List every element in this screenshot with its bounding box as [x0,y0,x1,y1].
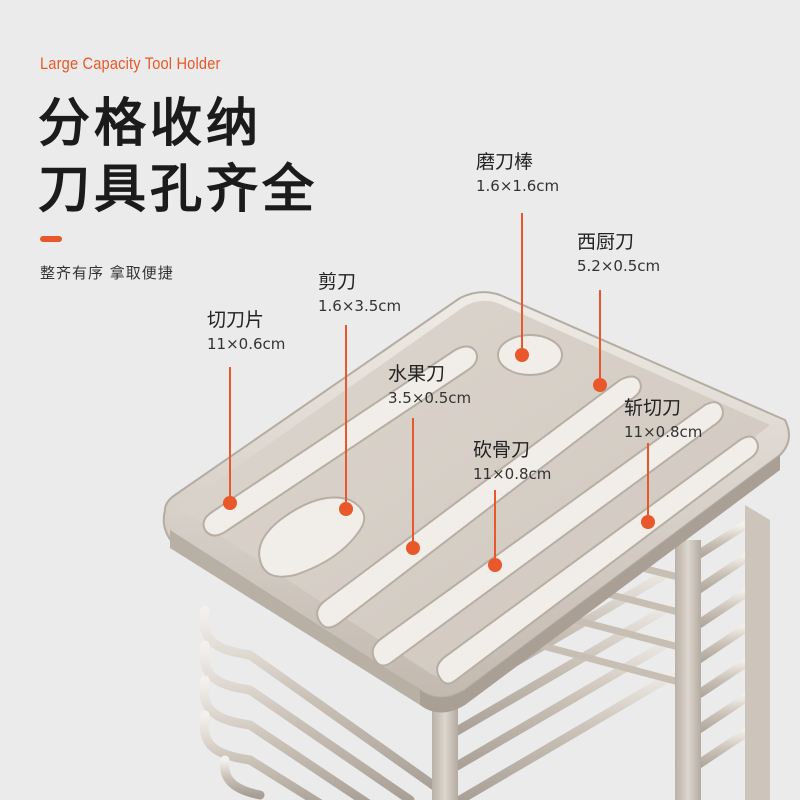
slot-scissors [258,496,366,578]
leader-dot-slicer [223,496,237,510]
label-name: 磨刀棒 [476,151,534,173]
leader-dot-western [593,378,607,392]
label-size: 1.6×3.5cm [318,297,402,315]
label-name: 水果刀 [388,363,446,385]
label-size: 11×0.8cm [473,465,552,483]
label-slicer: 切刀片 11×0.6cm [207,308,285,354]
headline-line-2: 刀具孔齐全 [38,160,319,220]
rear-post [675,540,701,800]
slot-cleaver-thin [202,345,478,537]
leader-dot-scissors [339,502,353,516]
label-bone-knife: 砍骨刀 11×0.8cm [473,438,551,484]
leader-dot-sharpener [515,348,529,362]
label-name: 砍骨刀 [473,439,531,461]
label-size: 1.6×1.6cm [476,177,560,195]
slot-sharpener [497,334,563,376]
label-name: 切刀片 [207,309,265,331]
leader-dot-chop [641,515,655,529]
slot-chop [436,435,759,685]
label-size: 11×0.8cm [624,423,703,441]
label-name: 斩切刀 [624,397,682,419]
subheadline: 整齐有序 拿取便捷 [40,264,174,282]
label-fruit-knife: 水果刀 3.5×0.5cm [388,362,471,408]
headline-line-1: 分格收纳 [38,94,263,154]
label-size: 5.2×0.5cm [577,257,661,275]
tray-front-edge [170,530,420,705]
slot-bone [371,401,724,667]
leader-dot-bone [488,558,502,572]
slot-western [316,375,642,629]
label-western-knife: 西厨刀 5.2×0.5cm [577,230,660,276]
leader-dots [223,348,655,572]
leader-dot-fruit [406,541,420,555]
english-tagline: Large Capacity Tool Holder [40,54,221,73]
slot-holes [202,334,759,685]
label-sharpener: 磨刀棒 1.6×1.6cm [476,150,559,196]
label-size: 3.5×0.5cm [388,389,472,407]
right-side-panel [745,505,770,800]
accent-bar [40,236,62,242]
label-chop-knife: 斩切刀 11×0.8cm [624,396,702,442]
label-name: 西厨刀 [577,231,635,253]
leader-lines [229,213,649,565]
label-size: 11×0.6cm [207,335,286,353]
label-scissors: 剪刀 1.6×3.5cm [318,270,401,316]
label-name: 剪刀 [318,271,357,293]
